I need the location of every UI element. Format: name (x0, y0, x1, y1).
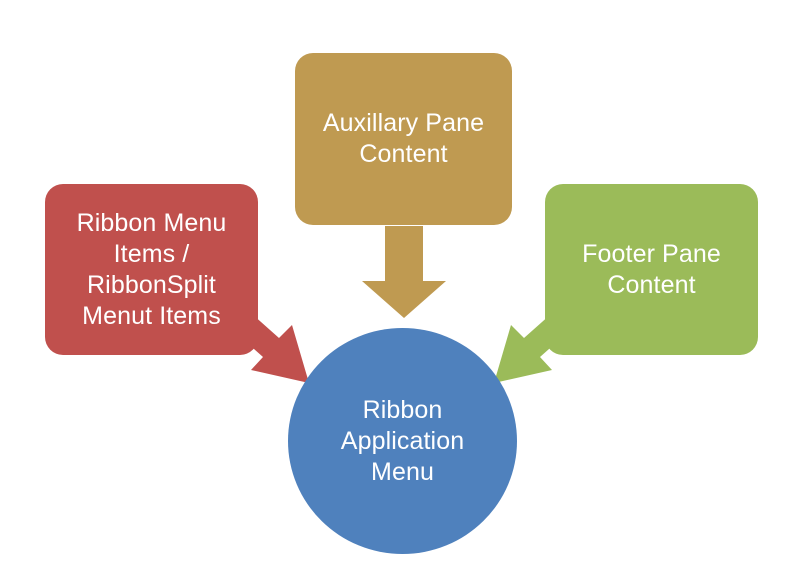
aux-pane-content-node[interactable]: Auxillary Pane Content (295, 53, 512, 225)
footer-pane-content-node[interactable]: Footer Pane Content (545, 184, 758, 355)
ribbon-application-menu-label: Ribbon Application Menu (340, 395, 465, 486)
aux-pane-content-label: Auxillary Pane Content (322, 109, 485, 168)
footer-pane-content-label: Footer Pane Content (582, 239, 721, 299)
ribbon-application-menu-node[interactable]: Ribbon Application Menu (288, 328, 517, 554)
ribbon-menu-items-label: Ribbon Menu Items / RibbonSplit Menut It… (76, 208, 227, 330)
ribbon-menu-items-node[interactable]: Ribbon Menu Items / RibbonSplit Menut It… (45, 184, 258, 355)
arrow-aux-pane-to-app-menu (362, 226, 446, 318)
